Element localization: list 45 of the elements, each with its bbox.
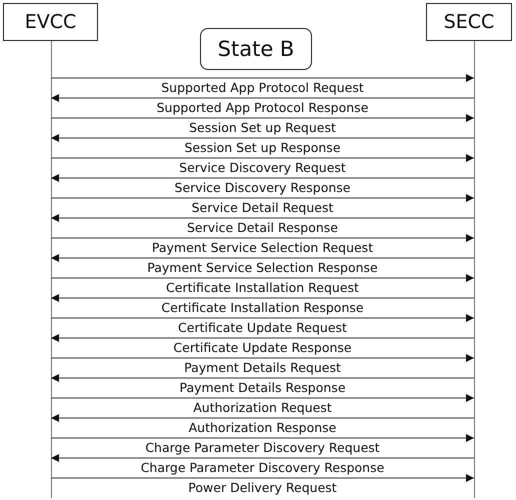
- message-arrow: [50, 374, 474, 382]
- message-arrow: [50, 414, 474, 422]
- message-arrow: [50, 154, 474, 162]
- message-label: Certificate Installation Request: [165, 280, 360, 295]
- message-arrow: [50, 294, 474, 302]
- message-arrow: [50, 334, 474, 342]
- message-arrow: [50, 194, 474, 202]
- message-label: Supported App Protocol Request: [160, 80, 365, 95]
- message-label: Service Detail Response: [186, 220, 339, 235]
- message-arrow: [50, 74, 474, 82]
- message-arrow: [50, 474, 474, 482]
- message-label: Service Discovery Response: [174, 180, 352, 195]
- message-arrow: [50, 214, 474, 222]
- message-label: Service Detail Request: [190, 200, 334, 215]
- message-label: Charge Parameter Discovery Response: [140, 460, 386, 475]
- message-label: Payment Details Request: [183, 360, 342, 375]
- message-arrow: [50, 394, 474, 402]
- message-label: Charge Parameter Discovery Request: [144, 440, 381, 455]
- message-arrow: [50, 314, 474, 322]
- message-label: Service Discovery Request: [178, 160, 347, 175]
- message-arrow: [50, 234, 474, 242]
- participant-box: EVCC: [3, 3, 98, 41]
- message-label: Payment Service Selection Response: [146, 260, 379, 275]
- message-label: Certificate Update Request: [177, 320, 348, 335]
- message-label: Supported App Protocol Response: [156, 100, 370, 115]
- message-arrow: [50, 354, 474, 362]
- message-label: Payment Details Response: [178, 380, 347, 395]
- message-label: Session Set up Request: [188, 120, 337, 135]
- message-label: Authorization Response: [188, 420, 338, 435]
- message-label: Authorization Request: [192, 400, 333, 415]
- message-arrow: [50, 94, 474, 102]
- message-label: Certificate Installation Response: [160, 300, 365, 315]
- message-label: Payment Service Selection Request: [150, 240, 374, 255]
- participant-box: SECC: [426, 3, 512, 41]
- message-arrow: [50, 434, 474, 442]
- message-arrow: [50, 274, 474, 282]
- message-arrow: [50, 254, 474, 262]
- message-label: Power Delivery Request: [187, 480, 338, 495]
- message-label: Certificate Update Response: [172, 340, 353, 355]
- message-arrow: [50, 114, 474, 122]
- message-arrow: [50, 174, 474, 182]
- message-label: Session Set up Response: [183, 140, 342, 155]
- message-arrow: [50, 134, 474, 142]
- message-arrow: [50, 454, 474, 462]
- state-box: State B: [200, 28, 312, 70]
